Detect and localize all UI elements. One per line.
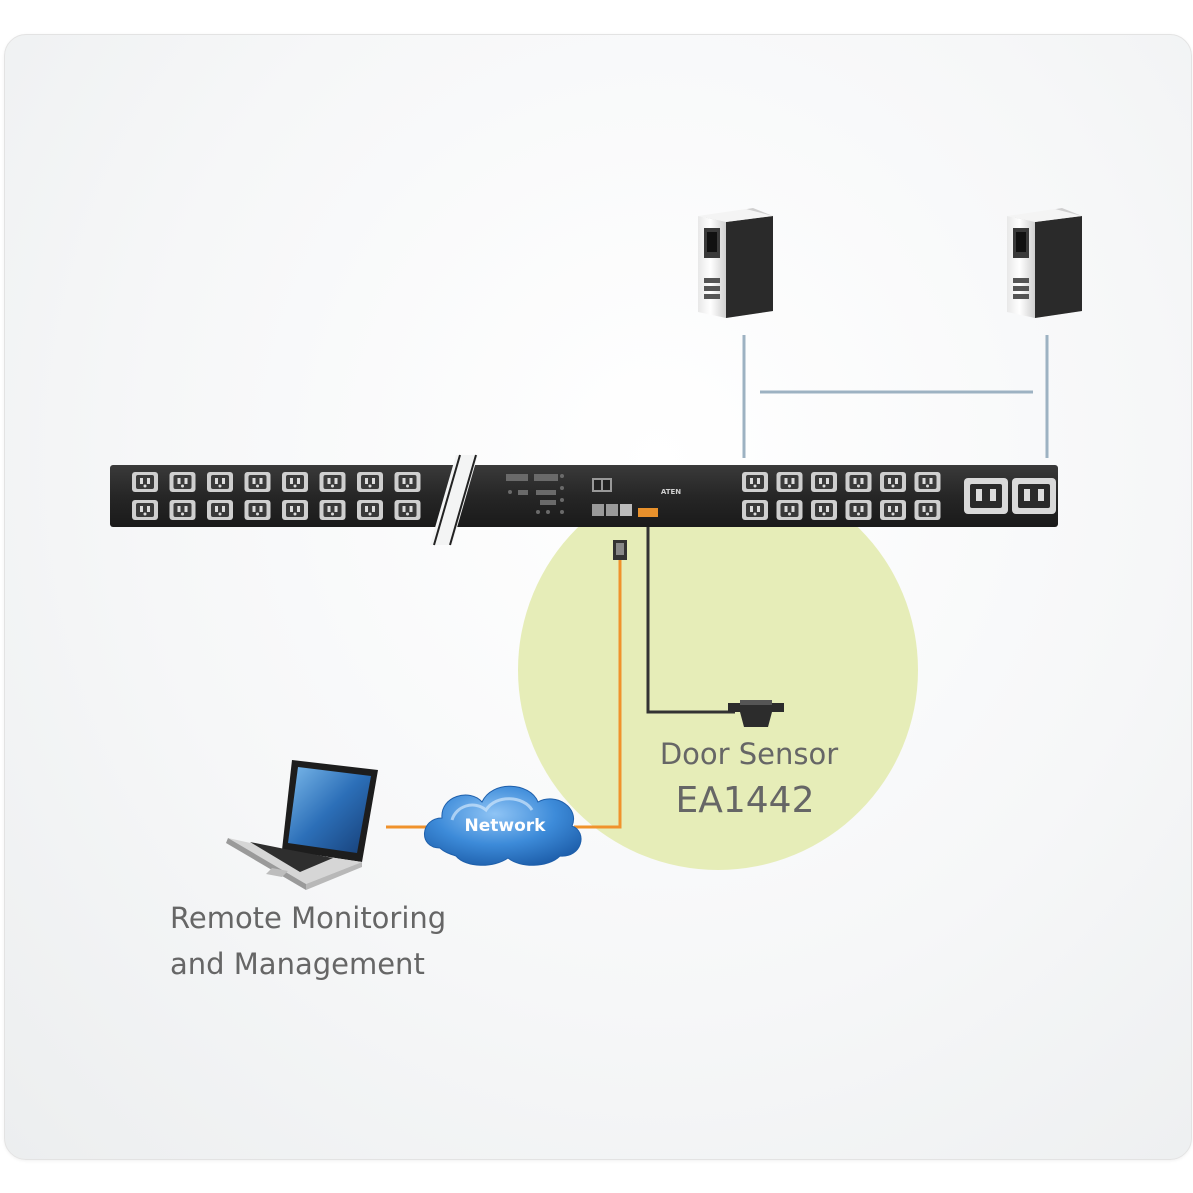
remote-label-line1: Remote Monitoring (170, 901, 446, 935)
power-outlet (914, 500, 941, 520)
network-label: Network (465, 816, 547, 836)
remote-label-line2: and Management (170, 947, 425, 981)
power-outlet (319, 500, 346, 520)
power-outlet (282, 500, 308, 520)
power-outlet (207, 500, 233, 520)
power-outlet (357, 472, 383, 492)
sensor-name: Door Sensor (660, 737, 838, 771)
server-tower-icon (1007, 208, 1082, 318)
door-sensor-cable (646, 527, 735, 714)
power-outlet (880, 472, 906, 492)
server-tower-icon (698, 208, 773, 318)
power-outlet (282, 472, 308, 492)
highlight-circle (518, 470, 918, 870)
power-outlet (845, 500, 872, 520)
power-outlet (880, 500, 906, 520)
pdu-ports (592, 478, 658, 517)
outlet-bank-right (742, 472, 941, 520)
power-outlet (776, 500, 803, 520)
power-outlet (394, 472, 421, 492)
power-outlet (132, 472, 158, 492)
pdu-icon: ATEN (110, 454, 1058, 546)
power-outlet (776, 472, 803, 492)
power-outlet (207, 472, 233, 492)
power-outlet (169, 472, 196, 492)
power-outlet (742, 500, 768, 520)
power-outlet (319, 472, 346, 492)
server-links (742, 335, 1049, 458)
network-cable (574, 560, 622, 829)
outlet-bank-left (132, 472, 421, 520)
power-outlet (394, 500, 421, 520)
cloud-icon: Network (424, 785, 582, 866)
door-sensor-icon (728, 700, 784, 727)
power-outlet (845, 472, 872, 492)
sensor-model: EA1442 (676, 780, 815, 821)
power-outlet (244, 472, 271, 492)
power-outlet (811, 500, 837, 520)
power-outlet (244, 500, 271, 520)
power-outlet (169, 500, 196, 520)
power-outlet (811, 472, 837, 492)
c19-outlet (1012, 478, 1056, 514)
power-outlet (357, 500, 383, 520)
c19-outlet (964, 478, 1008, 514)
power-outlet (914, 472, 941, 492)
power-outlet (742, 472, 768, 492)
power-outlet (132, 500, 158, 520)
rj45-plug-icon (613, 540, 627, 560)
pdu-control-panel (506, 474, 564, 514)
brand-label: ATEN (661, 488, 681, 496)
laptop-icon (226, 760, 378, 890)
